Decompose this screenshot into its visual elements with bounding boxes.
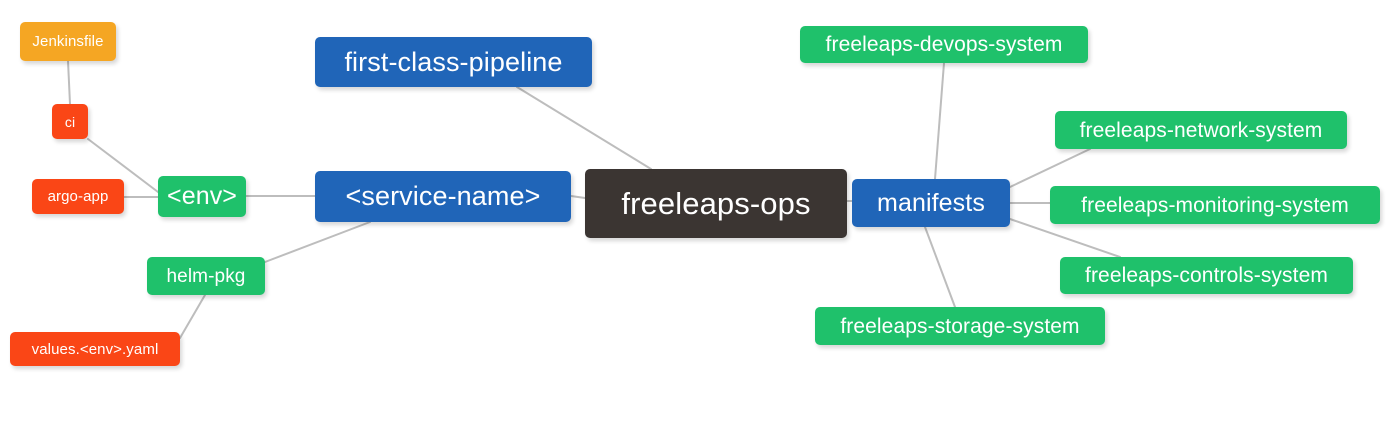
node-manifests[interactable]: manifests (852, 179, 1010, 227)
edge-manifests-to-controls (1009, 218, 1121, 258)
edge-manifests-to-storage (924, 226, 956, 308)
edge-manifests-to-devops (934, 62, 945, 180)
node-label-jenkinsfile: Jenkinsfile (32, 33, 104, 50)
node-label-pipeline: first-class-pipeline (344, 46, 563, 77)
node-jenkinsfile[interactable]: Jenkinsfile (20, 22, 116, 61)
node-service-name[interactable]: <service-name> (315, 171, 571, 222)
node-label-devops: freeleaps-devops-system (825, 33, 1063, 56)
node-helm-pkg[interactable]: helm-pkg (147, 257, 265, 295)
node-label-argo-app: argo-app (47, 188, 109, 205)
node-label-storage: freeleaps-storage-system (840, 314, 1080, 338)
edge-service-name-to-root (570, 195, 586, 199)
node-label-service-name: <service-name> (345, 181, 541, 211)
node-devops[interactable]: freeleaps-devops-system (800, 26, 1088, 63)
edge-manifests-to-network (1009, 148, 1091, 188)
node-label-helm-pkg: helm-pkg (166, 265, 246, 287)
node-label-controls: freeleaps-controls-system (1085, 264, 1328, 287)
node-label-env: <env> (167, 182, 238, 210)
node-label-values-yaml: values.<env>.yaml (31, 340, 159, 358)
node-env[interactable]: <env> (158, 176, 246, 217)
node-argo-app[interactable]: argo-app (32, 179, 124, 214)
node-pipeline[interactable]: first-class-pipeline (315, 37, 592, 87)
node-network[interactable]: freeleaps-network-system (1055, 111, 1347, 149)
node-ci[interactable]: ci (52, 104, 88, 139)
node-label-manifests: manifests (877, 188, 985, 217)
edge-helm-pkg-to-service-name (264, 221, 371, 263)
node-root[interactable]: freeleaps-ops (585, 169, 847, 238)
node-values-yaml[interactable]: values.<env>.yaml (10, 332, 180, 366)
node-label-network: freeleaps-network-system (1079, 118, 1323, 142)
node-label-root: freeleaps-ops (621, 186, 811, 221)
edge-jenkinsfile-to-ci (67, 60, 71, 105)
edge-values-yaml-to-helm-pkg (179, 294, 206, 339)
node-monitoring[interactable]: freeleaps-monitoring-system (1050, 186, 1380, 224)
node-storage[interactable]: freeleaps-storage-system (815, 307, 1105, 345)
edge-pipeline-to-root (516, 86, 652, 170)
node-controls[interactable]: freeleaps-controls-system (1060, 257, 1353, 294)
node-label-monitoring: freeleaps-monitoring-system (1081, 193, 1349, 217)
node-label-ci: ci (64, 113, 76, 130)
